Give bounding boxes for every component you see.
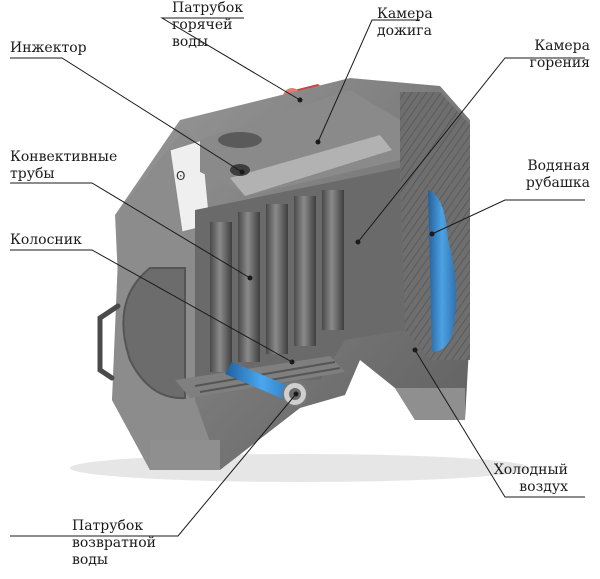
water-jacket-shape xyxy=(428,190,457,352)
ground-shadow xyxy=(70,454,530,482)
foot-right xyxy=(395,388,465,420)
label-grate: Колосник xyxy=(10,232,82,248)
leader-lines xyxy=(10,17,585,537)
leader-grate xyxy=(10,249,293,363)
label-water-jacket: Водяная рубашка xyxy=(525,158,590,191)
leader-combustion xyxy=(357,57,585,243)
svg-text:Ꙩ: Ꙩ xyxy=(176,169,185,183)
leader-afterburner xyxy=(317,19,420,143)
leader-cold-air xyxy=(414,349,585,498)
label-combustion-chamber: Камера горения xyxy=(529,38,590,71)
label-cold-air: Холодный воздух xyxy=(493,462,568,495)
label-hot-water-pipe: Патрубок горячей воды xyxy=(172,0,244,50)
leader-injector xyxy=(10,57,243,173)
leader-return-water-pipe xyxy=(10,393,297,537)
label-return-water-pipe: Патрубок возвратной воды xyxy=(72,518,156,568)
afterburner-chamber-shape xyxy=(200,90,400,196)
leader-convection-tubes xyxy=(10,182,251,279)
label-convection-tubes: Конвективные трубы xyxy=(10,149,118,182)
label-afterburner-chamber: Камера дожига xyxy=(377,6,433,39)
label-injector: Инжектор xyxy=(10,40,87,56)
convection-tubes-shape xyxy=(210,190,344,372)
leader-dots xyxy=(239,97,435,397)
leader-water-jacket xyxy=(431,199,585,235)
door xyxy=(97,267,186,400)
leader-hot-water-pipe xyxy=(160,17,301,101)
foot-left xyxy=(150,440,220,470)
